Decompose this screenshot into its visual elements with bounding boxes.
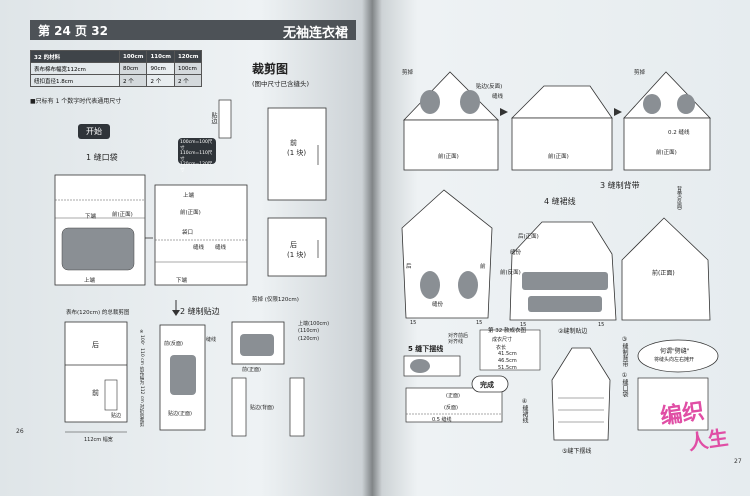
layout-label: 贴边 [111, 413, 122, 419]
pocket-label: 下端 [85, 214, 97, 220]
measure-row: 衣长 [496, 345, 507, 351]
side-label: 后(正面) [518, 234, 539, 240]
pocket-label: 上端 [183, 193, 195, 199]
pocket-label: 前(正面) [112, 212, 133, 218]
result-step: ③缝制背带 [621, 336, 628, 367]
result-step: ②缝制贴边 [558, 328, 588, 335]
cutting-title: 裁剪图 [252, 62, 289, 76]
size-note: ■只标有 1 个数字时代表通用尺寸 [30, 98, 122, 105]
fold-size: (120cm) [298, 336, 320, 342]
watermark-logo: 人生 [686, 425, 730, 455]
back-piece-count: (1 块) [287, 251, 307, 259]
side-label: 前(反面) [500, 270, 521, 276]
measure-row: 51.5cm [498, 365, 517, 371]
back-piece-label: 后 [290, 241, 297, 249]
measure-row: 41.5cm [498, 351, 517, 357]
fold-note: 对齐前后 [448, 333, 469, 339]
measure-row: 成衣尺寸 [492, 337, 513, 343]
cutting-subtitle: (图中尺寸已含缝头) [252, 80, 310, 88]
front-piece-count: (1 块) [287, 149, 307, 157]
legend-line: 100cm=100尺寸 [180, 140, 213, 151]
step-4-title: 4 缝裙线 [544, 197, 576, 206]
layout-title: 表布(120cm) 的总裁剪图 [66, 310, 130, 316]
side-label: 前 [480, 264, 486, 270]
layout-label: 后 [92, 341, 99, 349]
left-page-number: 26 [16, 428, 24, 435]
size-legend: 100cm=100尺寸 110cm=110尺寸 120cm=120尺寸 [178, 138, 216, 173]
step-3-title: 3 缝制背带 [600, 181, 640, 190]
top-label: 0.2 缝线 [668, 130, 690, 136]
left-page: 第 24 页 32 无袖连衣裙 32 的材料 100cm 110cm 120cm… [0, 0, 372, 496]
strap-note: 背带(反面) [676, 186, 682, 210]
measure-title: 第 32 款成衣图 [488, 328, 526, 334]
pocket-label: 缝线 [215, 245, 227, 251]
fold-size: (110cm) [298, 328, 320, 334]
header-page-number: 第 24 页 32 [38, 24, 108, 38]
materials-title: 32 的材料 [30, 50, 120, 63]
strap-step-label: 前(反面) [164, 341, 183, 347]
bubble-sub: 将缝头向左右摊开 [654, 357, 695, 363]
result-step: ⑤缝下摆线 [562, 448, 592, 455]
strap-piece-label: 贴边 [210, 112, 217, 124]
top-label: 剪掉 [634, 70, 646, 76]
side-dim: 15 [520, 322, 527, 328]
front-label: 前(正面) [656, 150, 677, 156]
material-value: 100cm [173, 62, 203, 75]
fold-note: 对齐线 [448, 339, 464, 345]
hem-label: (正面) [446, 393, 460, 399]
legend-line: 110cm=110尺寸 [180, 151, 213, 162]
step-5-title: 5 缝下摆线 [408, 345, 444, 353]
page-header: 第 24 页 32 无袖连衣裙 [30, 20, 356, 41]
layout-side-note: ※100、110 cm 的布幅为 112 cm 对折后裁剪 [139, 330, 144, 427]
step-2-title: 2 缝制贴边 [180, 307, 220, 316]
right-page: 剪掉 贴边(反面) 缝线 剪掉 0.2 缝线 前(正面) 前(正面) 前(正面)… [372, 0, 750, 496]
pocket-label: 上端 [84, 278, 96, 284]
measure-row: 46.5cm [498, 358, 517, 364]
pocket-label: 前(正面) [180, 210, 201, 216]
front-piece-label: 前 [290, 139, 297, 147]
front-center-label: 前(正面) [652, 270, 675, 277]
finished-label: 完成 [480, 381, 494, 389]
material-value: 2 个 [118, 74, 148, 87]
strap-step-label: 贴边(正面) [168, 411, 192, 417]
hem-label: (反面) [444, 405, 458, 411]
header-title: 无袖连衣裙 [282, 26, 348, 41]
side-dim: 15 [598, 322, 605, 328]
side-label: 缝份 [510, 250, 522, 256]
book-spine [362, 0, 382, 496]
front-label: 前(正面) [548, 154, 569, 160]
material-value: 2 个 [173, 74, 203, 87]
top-label: 缝线 [492, 94, 504, 100]
pocket-label: 缝线 [193, 245, 205, 251]
left-diagrams [54, 99, 327, 437]
front-label: 前(正面) [438, 154, 459, 160]
result-step: ①缝口袋 [621, 372, 628, 397]
top-label: 贴边(反面) [476, 84, 503, 90]
pocket-label: 下端 [176, 278, 188, 284]
side-dim: 15 [476, 320, 483, 326]
result-step: ④缝裙线 [521, 398, 528, 423]
size-col: 120cm [173, 50, 203, 63]
side-label: 后 [406, 264, 412, 270]
materials-table: 32 的材料 100cm 110cm 120cm 表布棉布幅宽112cm 80c… [30, 50, 203, 87]
side-label: 缝份 [432, 302, 444, 308]
strap-step-label: 缝线 [206, 337, 217, 343]
right-page-number: 27 [734, 458, 742, 465]
step-1-title: 1 缝口袋 [86, 153, 118, 162]
start-badge: 开始 [78, 124, 110, 139]
right-diagrams [401, 71, 719, 441]
layout-label: 前 [92, 389, 99, 397]
strap-step-label: 前(正面) [242, 367, 261, 373]
fold-size: 上端(100cm) [298, 321, 330, 327]
strap-step-label: 贴边(背面) [250, 405, 274, 411]
bubble-title: 何谓"劈缝" [660, 348, 690, 355]
layout-width: 112cm 幅宽 [84, 437, 113, 443]
pocket-label: 袋口 [182, 230, 194, 236]
cut-note: 剪掉 (仅限120cm) [252, 297, 299, 303]
legend-line: 120cm=120尺寸 [180, 162, 213, 173]
top-label: 剪掉 [402, 70, 414, 76]
side-dim: 15 [410, 320, 417, 326]
hem-label: 0.5 缝线 [432, 417, 452, 423]
